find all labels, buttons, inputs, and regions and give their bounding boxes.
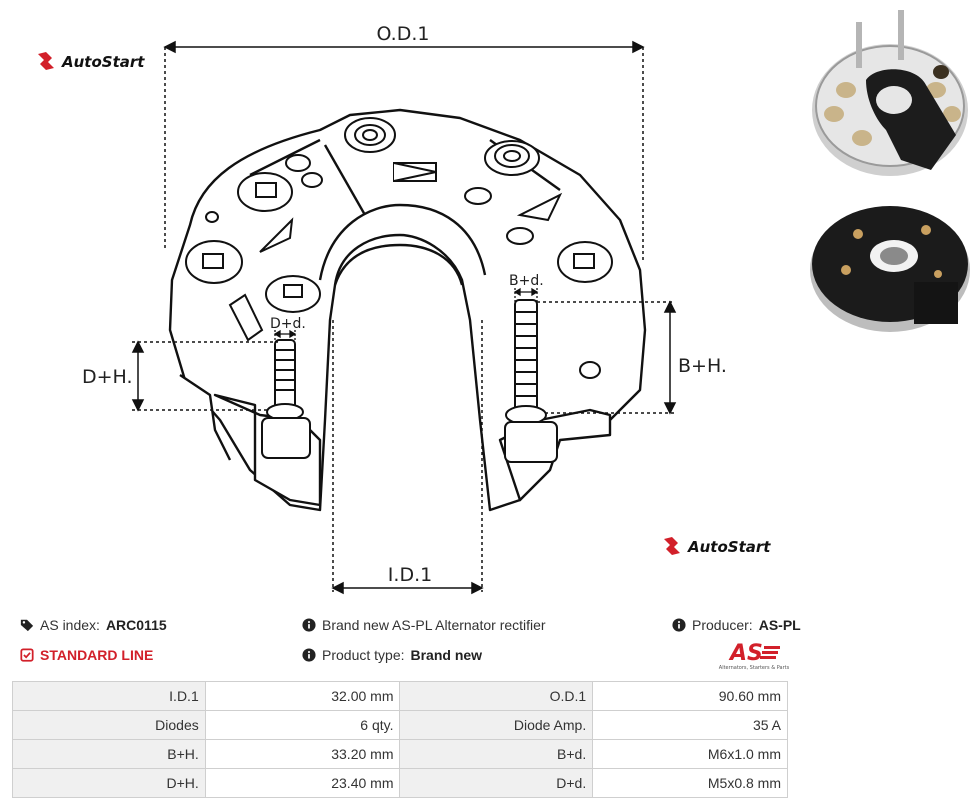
autostart-logo-icon-2	[664, 537, 680, 555]
spec-label: I.D.1	[12, 681, 206, 711]
bd-dimension	[513, 287, 539, 302]
spec-value: 32.00 mm	[204, 681, 401, 711]
autostart-logo-bottom: AutoStart	[664, 537, 771, 556]
spec-value: 6 qty.	[204, 710, 401, 740]
as-index: AS index: ARC0115	[20, 617, 167, 633]
product-description: Brand new AS-PL Alternator rectifier	[302, 617, 546, 633]
product-type-value: Brand new	[410, 647, 483, 663]
dd-dimension	[273, 329, 297, 342]
spec-value: 35 A	[592, 710, 788, 740]
od-dimension	[163, 40, 645, 260]
spec-label: Diode Amp.	[399, 710, 594, 740]
bd-label: B+d.	[509, 273, 544, 289]
as-pl-logo-text: AS	[728, 641, 763, 666]
id-dimension	[331, 320, 484, 595]
dh-dimension	[131, 340, 278, 412]
spec-label: B+H.	[12, 739, 206, 769]
bh-dimension	[537, 300, 677, 415]
id-label: I.D.1	[388, 564, 432, 586]
spec-label: O.D.1	[399, 681, 594, 711]
spec-value: M5x0.8 mm	[592, 768, 788, 798]
autostart-logo-top: AutoStart	[38, 52, 145, 71]
autostart-logo-icon	[38, 52, 54, 70]
spec-label: D+H.	[12, 768, 206, 798]
producer-label: Producer:	[692, 617, 753, 633]
autostart-logo-text: AutoStart	[61, 53, 145, 71]
check-square-icon	[20, 648, 34, 662]
product-type-label: Product type:	[322, 647, 405, 663]
as-index-label: AS index:	[40, 617, 100, 633]
producer-value: AS-PL	[758, 617, 801, 633]
info-circle-icon	[672, 618, 686, 632]
dh-label: D+H.	[82, 366, 133, 388]
description-text: Brand new AS-PL Alternator rectifier	[322, 617, 546, 633]
d-bolt	[261, 339, 311, 459]
technical-drawing: AutoStart O.D.1	[38, 23, 771, 595]
product-type: Product type: Brand new	[302, 647, 482, 663]
od-label: O.D.1	[377, 23, 430, 45]
terminal-pads	[185, 117, 613, 379]
tags-icon	[20, 619, 34, 632]
standard-line: STANDARD LINE	[20, 647, 153, 663]
autostart-logo-text-2: AutoStart	[687, 538, 771, 556]
spec-label: D+d.	[399, 768, 594, 798]
spec-value: 23.40 mm	[204, 768, 401, 798]
info-circle-icon	[302, 618, 316, 632]
info-circle-icon	[302, 648, 316, 662]
as-index-value: ARC0115	[105, 617, 167, 633]
as-pl-tagline: Alternators, Starters & Parts	[719, 665, 790, 671]
b-bolt	[504, 299, 558, 463]
spec-label: Diodes	[12, 710, 206, 740]
bh-label: B+H.	[678, 355, 727, 377]
spec-value: 33.20 mm	[204, 739, 401, 769]
producer: Producer: AS-PL	[672, 617, 801, 633]
product-photo-top	[806, 10, 970, 182]
spec-value: M6x1.0 mm	[592, 739, 788, 769]
spec-value: 90.60 mm	[592, 681, 788, 711]
spec-label: B+d.	[399, 739, 594, 769]
dd-label: D+d.	[270, 316, 306, 332]
standard-line-text: STANDARD LINE	[40, 647, 154, 663]
product-photo-bottom	[806, 190, 970, 336]
as-pl-logo: AS Alternators, Starters & Parts	[714, 640, 794, 672]
